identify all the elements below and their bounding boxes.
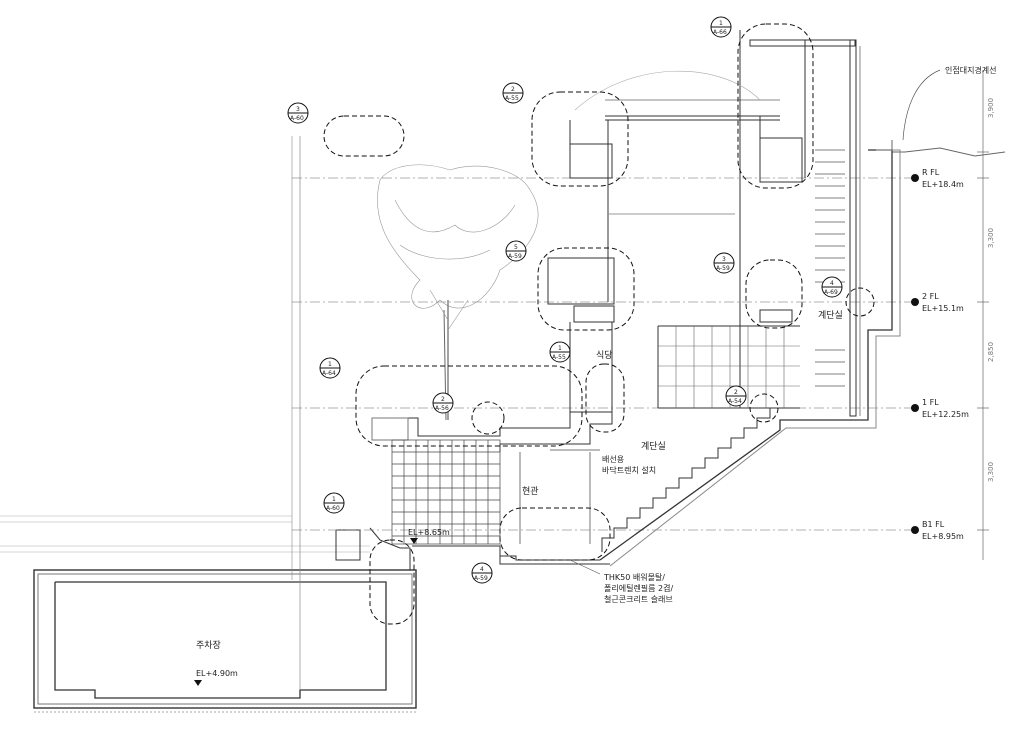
stair-hall-upper-label: 계단실 (818, 309, 843, 321)
boundary-leader (902, 69, 941, 141)
level-marker-2fl: 2 FL EL+15.1m (911, 292, 964, 313)
stair-hall-lower-label: 계단실 (641, 440, 666, 452)
retaining-wall (291, 136, 411, 690)
detail-bubbles (323, 23, 875, 625)
ground-right (499, 140, 1006, 567)
callout-2-a56: 2A-56 (432, 392, 454, 414)
svg-text:2: 2 (441, 396, 445, 403)
svg-text:EL+12.25m: EL+12.25m (922, 410, 969, 419)
svg-text:2: 2 (734, 389, 738, 396)
svg-text:A-55: A-55 (552, 354, 566, 361)
callout-2-a54: 2A-54 (725, 385, 747, 407)
svg-text:A-59: A-59 (508, 253, 522, 260)
swing-arc (574, 70, 761, 111)
svg-text:R FL: R FL (922, 168, 940, 177)
callout-3-a59: 3A-59 (713, 252, 735, 274)
level-marker-b1fl: B1 FL EL+8.95m (911, 520, 964, 541)
parking-label: 주차장 (196, 639, 221, 651)
floor-dimensions: 3,900 3,300 2,850 3,300 (987, 98, 995, 482)
callout-4-a59: 4A-59 (471, 562, 493, 584)
svg-text:A-59: A-59 (716, 265, 730, 272)
callout-1-a66: 1A-66 (710, 16, 732, 38)
callout-1-a64: 1A-64 (319, 357, 341, 379)
callouts: 1A-66 2A-55 3A-60 5A-59 3A-59 1A-64 2A-5… (287, 16, 843, 584)
el-marker-icon (410, 538, 418, 544)
dim-3900-top: 3,900 (987, 98, 995, 118)
parking-el-label: EL+4.90m (196, 669, 238, 678)
vertical-dimension-line (977, 70, 989, 560)
building-section (547, 30, 861, 417)
svg-text:A-56: A-56 (435, 405, 449, 412)
svg-text:A-66: A-66 (713, 29, 727, 36)
svg-text:1: 1 (328, 361, 332, 368)
svg-text:1 FL: 1 FL (922, 398, 939, 407)
svg-text:1: 1 (332, 496, 336, 503)
dining-label: 식당 (596, 350, 613, 361)
interior-el-label: EL+8.65m (408, 528, 450, 537)
svg-text:A-55: A-55 (505, 95, 519, 102)
parking-structure (33, 569, 417, 713)
dim-2850: 2,850 (987, 342, 995, 362)
drain-label-1: 배선용 (602, 455, 624, 464)
dim-3300-top: 3,300 (987, 228, 995, 248)
entrance-wall-hatch (391, 439, 501, 545)
callout-1-a55: 1A-55 (549, 341, 571, 363)
dim-3300-bottom: 3,300 (987, 462, 995, 482)
svg-text:A-59: A-59 (474, 575, 488, 582)
tree (377, 164, 539, 421)
svg-text:3: 3 (296, 106, 300, 113)
ground-hatch-left (0, 515, 370, 553)
callout-3-a60: 3A-60 (287, 102, 309, 124)
callout-5-a59: 5A-59 (505, 240, 527, 262)
svg-text:A-60: A-60 (290, 115, 304, 122)
svg-text:2: 2 (511, 86, 515, 93)
upper-stair-ticks (815, 149, 845, 387)
slab-note-1: THK50 배워몰탈/ (603, 572, 665, 582)
callout-2-a55: 2A-55 (502, 82, 524, 104)
svg-text:4: 4 (830, 280, 834, 287)
parking-el-marker-icon (194, 680, 202, 686)
callout-1-a60: 1A-60 (323, 492, 345, 514)
svg-text:5: 5 (514, 244, 518, 251)
svg-text:A-60: A-60 (326, 505, 340, 512)
svg-text:EL+8.95m: EL+8.95m (922, 532, 964, 541)
entrance-label: 현관 (522, 486, 539, 497)
svg-text:EL+15.1m: EL+15.1m (922, 304, 964, 313)
svg-text:3: 3 (722, 256, 726, 263)
svg-text:EL+18.4m: EL+18.4m (922, 180, 964, 189)
callout-4-a69: 4A-69 (821, 276, 843, 298)
boundary-label: 인접대지경계선 (945, 65, 997, 75)
level-marker-1fl: 1 FL EL+12.25m (911, 398, 969, 419)
svg-text:2 FL: 2 FL (922, 292, 939, 301)
slab-note-2: 폴리에틸렌필름 2겹/ (604, 583, 674, 593)
svg-text:A-69: A-69 (824, 289, 838, 296)
svg-text:A-64: A-64 (322, 370, 336, 377)
drain-label-2: 바닥트렌치 설치 (602, 465, 656, 475)
svg-text:1: 1 (719, 20, 723, 27)
level-markers: R FL EL+18.4m 2 FL EL+15.1m 1 FL EL+12.2… (911, 168, 969, 541)
svg-text:4: 4 (480, 566, 484, 573)
first-floor-slab (371, 411, 613, 452)
svg-text:1: 1 (558, 345, 562, 352)
svg-text:B1 FL: B1 FL (922, 520, 945, 529)
level-marker-rfl: R FL EL+18.4m (911, 168, 964, 189)
slab-note-3: 철근콘크리트 슬래브 (604, 594, 673, 604)
room-labels: 인접대지경계선 식당 계단실 계단실 배선용 바닥트렌치 설치 현관 EL+8.… (194, 65, 997, 686)
main-stair (601, 407, 780, 552)
svg-text:A-54: A-54 (728, 398, 742, 405)
